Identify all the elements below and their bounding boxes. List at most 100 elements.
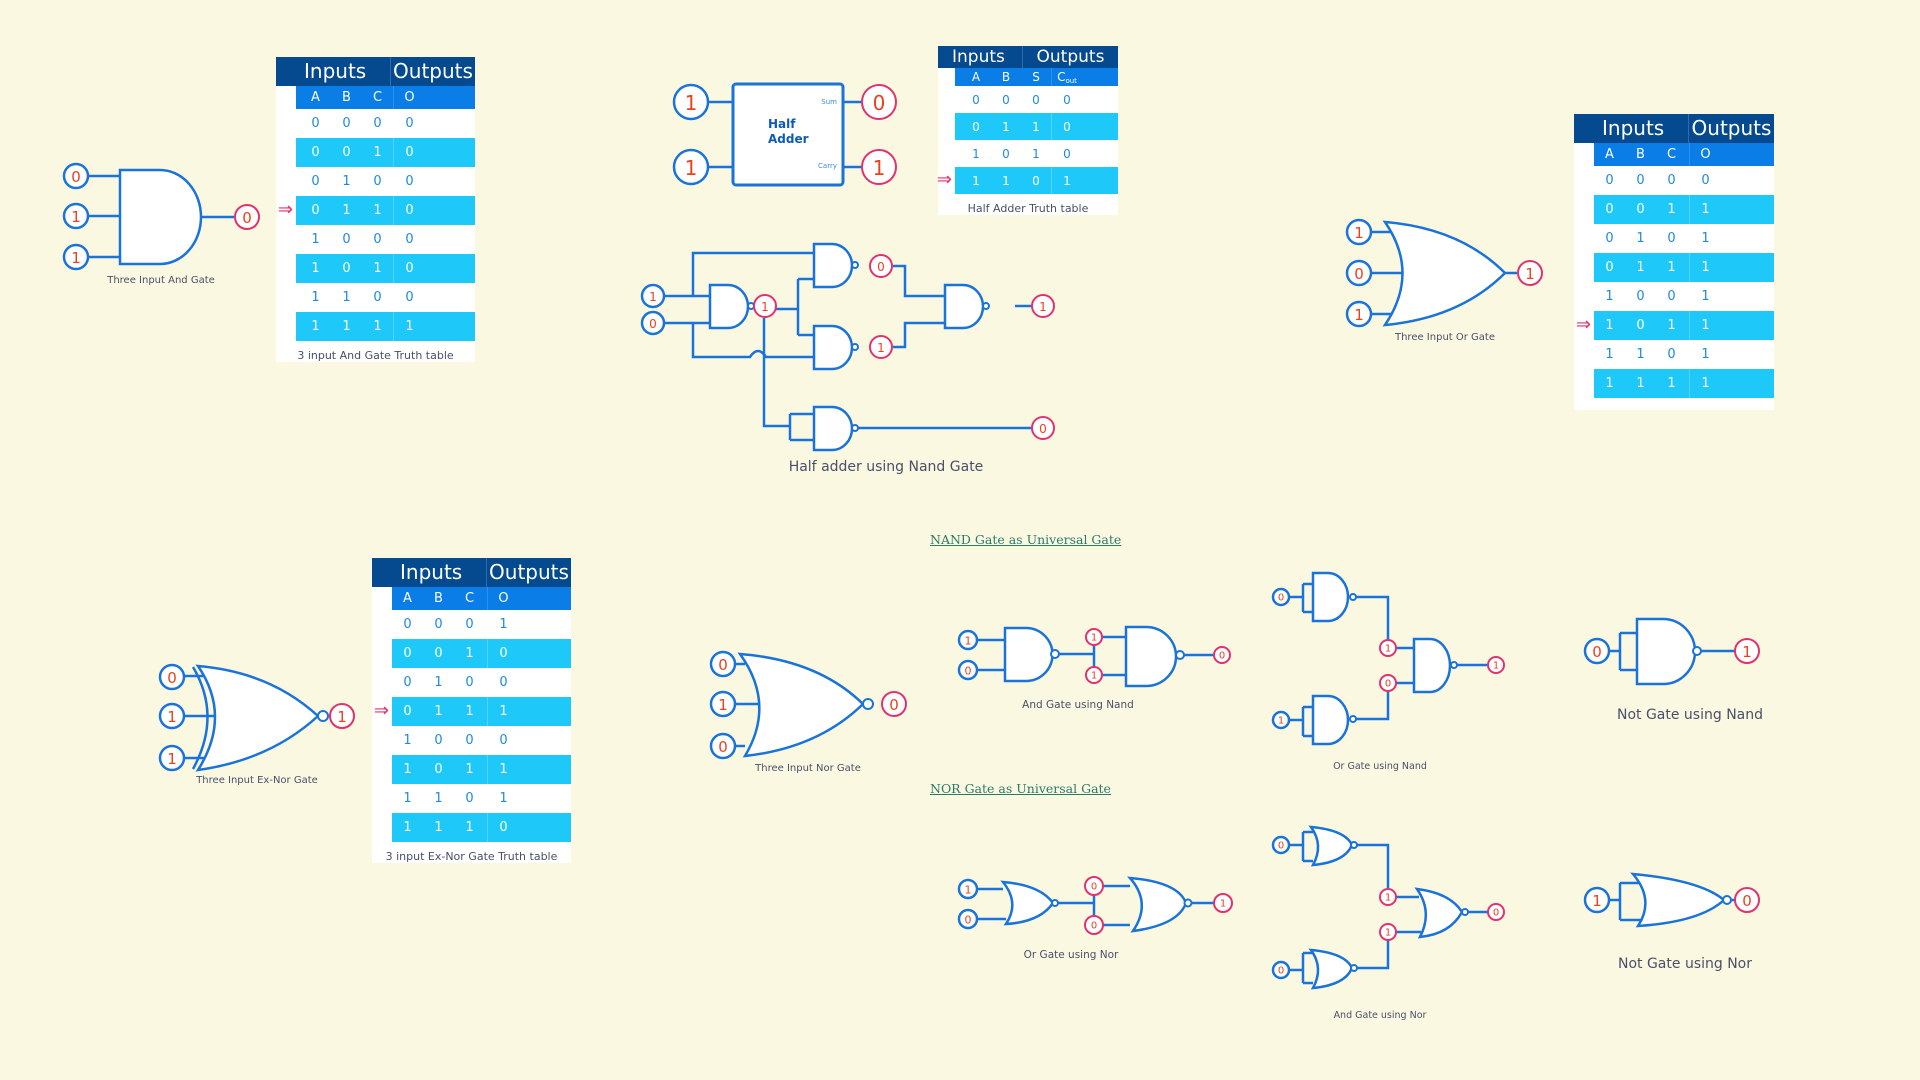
output-value: 1 (1742, 643, 1752, 661)
cell-value: 1 (1701, 260, 1710, 275)
inversion-bubble (1461, 908, 1469, 916)
gate-label: Not Gate using Nand (1617, 707, 1763, 723)
input-toggle-a[interactable] (709, 650, 737, 678)
input-toggle-a[interactable] (158, 663, 186, 691)
input-toggle-b[interactable] (957, 659, 979, 681)
cell-value: 0 (405, 261, 414, 276)
node-indicator (1379, 674, 1397, 692)
output-indicator (1487, 903, 1505, 921)
input-toggle[interactable] (1583, 886, 1611, 914)
column-header-a: A (311, 90, 320, 105)
output-cells: 0 (487, 726, 571, 755)
input-toggle-a[interactable] (1345, 218, 1373, 246)
input-toggle-c[interactable] (1345, 300, 1373, 328)
wire (1396, 895, 1421, 934)
nand-gate-symbol (812, 242, 854, 289)
input-toggle-b[interactable] (62, 202, 90, 230)
output-cells: 1 (1689, 195, 1774, 224)
input-toggle-a[interactable] (1271, 835, 1291, 855)
output-value: 1 (1525, 265, 1535, 283)
cell-value: 0 (373, 232, 382, 247)
nand-gate-symbol (1311, 694, 1350, 746)
cell-value: 1 (1636, 347, 1645, 362)
diagram-label: Half adder using Nand Gate (789, 459, 984, 475)
node-indicator (1379, 888, 1397, 906)
input-value: 0 (1278, 593, 1284, 604)
output-cells: 0 (393, 138, 475, 167)
gate-label: Or Gate using Nor (1024, 949, 1119, 961)
input-toggle[interactable] (1583, 637, 1611, 665)
cell-value: 1 (1605, 347, 1614, 362)
nor-gate-symbol (1630, 872, 1726, 928)
current-row-arrow-icon: ⇒ (1575, 314, 1591, 335)
input-toggle-b[interactable] (158, 702, 186, 730)
nor-universal-title[interactable]: NOR Gate as Universal Gate (930, 781, 1111, 796)
nand-universal-title[interactable]: NAND Gate as Universal Gate (930, 532, 1122, 547)
input-toggle-a[interactable] (640, 283, 666, 309)
output-cells: 0 (487, 813, 571, 842)
input-toggle-c[interactable] (158, 744, 186, 772)
column-header-b: B (1001, 70, 1011, 84)
cell-value: 0 (1063, 119, 1071, 134)
cell-value: 0 (434, 733, 443, 748)
input-toggle-c[interactable] (709, 732, 737, 760)
input-toggle-b[interactable] (672, 148, 710, 186)
inversion-bubble (1349, 715, 1357, 723)
cell-value: 0 (1667, 231, 1676, 246)
output-value: 1 (337, 708, 347, 726)
cell-value: 1 (465, 820, 474, 835)
wire (977, 638, 1005, 672)
input-toggle-b[interactable] (957, 908, 979, 930)
input-value: 0 (718, 738, 728, 756)
cell-value: 1 (1701, 202, 1710, 217)
cell-value: 0 (1063, 146, 1071, 161)
nor-gate-symbol (1000, 880, 1055, 926)
cell-value: 0 (1701, 173, 1710, 188)
nand-gate-symbol (943, 283, 985, 330)
input-toggle-c[interactable] (62, 243, 90, 271)
cell-value: 1 (1701, 318, 1710, 333)
input-toggle-b[interactable] (640, 310, 666, 336)
input-toggle-a[interactable] (62, 162, 90, 190)
not-using-nand-diagram: 0 1 Not Gate using Nand (1583, 617, 1763, 723)
input-toggle-a[interactable] (957, 878, 979, 900)
output-cells: 0 (487, 668, 571, 697)
wire (977, 887, 1006, 921)
sum-output-indicator (861, 84, 897, 120)
input-toggle-b[interactable] (709, 690, 737, 718)
cell-value: 1 (434, 791, 443, 806)
node-indicator (753, 294, 777, 318)
output-indicator (234, 204, 260, 230)
output-indicator (1213, 646, 1231, 664)
input-toggle-b[interactable] (1271, 710, 1291, 730)
input-toggle-a[interactable] (672, 83, 710, 121)
nand-gate-symbol (1124, 625, 1178, 688)
cell-value: 1 (1636, 260, 1645, 275)
input-value: 0 (965, 914, 972, 927)
output-cells: 0 (1051, 86, 1118, 113)
inversion-bubble (862, 698, 874, 710)
inputs-group-label: Inputs (1574, 114, 1689, 143)
input-toggle-b[interactable] (1271, 960, 1291, 980)
half-adder-title: Half (768, 117, 796, 131)
input-value: 1 (167, 750, 177, 768)
cell-value: 1 (1636, 376, 1645, 391)
wire (762, 318, 790, 428)
input-toggle-a[interactable] (1271, 587, 1291, 607)
column-header-a: A (1605, 147, 1614, 162)
input-toggle-b[interactable] (1345, 259, 1373, 287)
input-toggle-a[interactable] (957, 629, 979, 651)
cell-value: 1 (311, 261, 320, 276)
